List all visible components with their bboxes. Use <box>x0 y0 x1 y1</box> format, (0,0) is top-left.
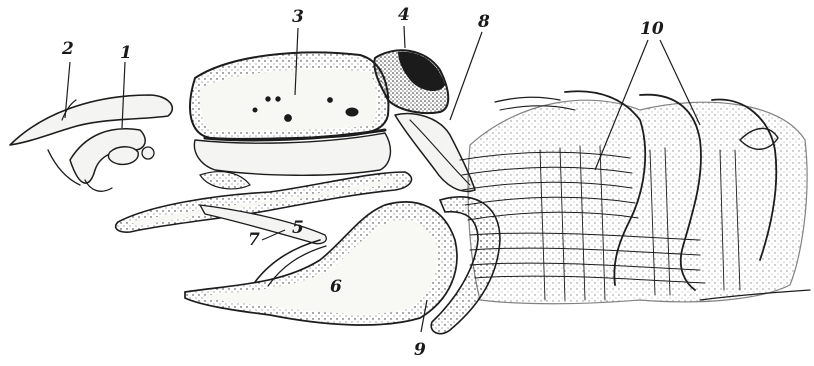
segment-series-part-10 <box>460 91 810 304</box>
label-7: 7 <box>248 230 260 250</box>
label-3: 3 <box>292 7 304 27</box>
small-segments <box>108 147 138 165</box>
label-8: 8 <box>477 12 490 32</box>
label-6: 6 <box>330 277 342 297</box>
label-5: 5 <box>292 218 304 238</box>
label-2: 2 <box>61 39 74 59</box>
label-1: 1 <box>120 43 132 63</box>
label-4: 4 <box>398 5 410 25</box>
label-9: 9 <box>414 340 426 360</box>
label-10: 10 <box>640 19 664 39</box>
